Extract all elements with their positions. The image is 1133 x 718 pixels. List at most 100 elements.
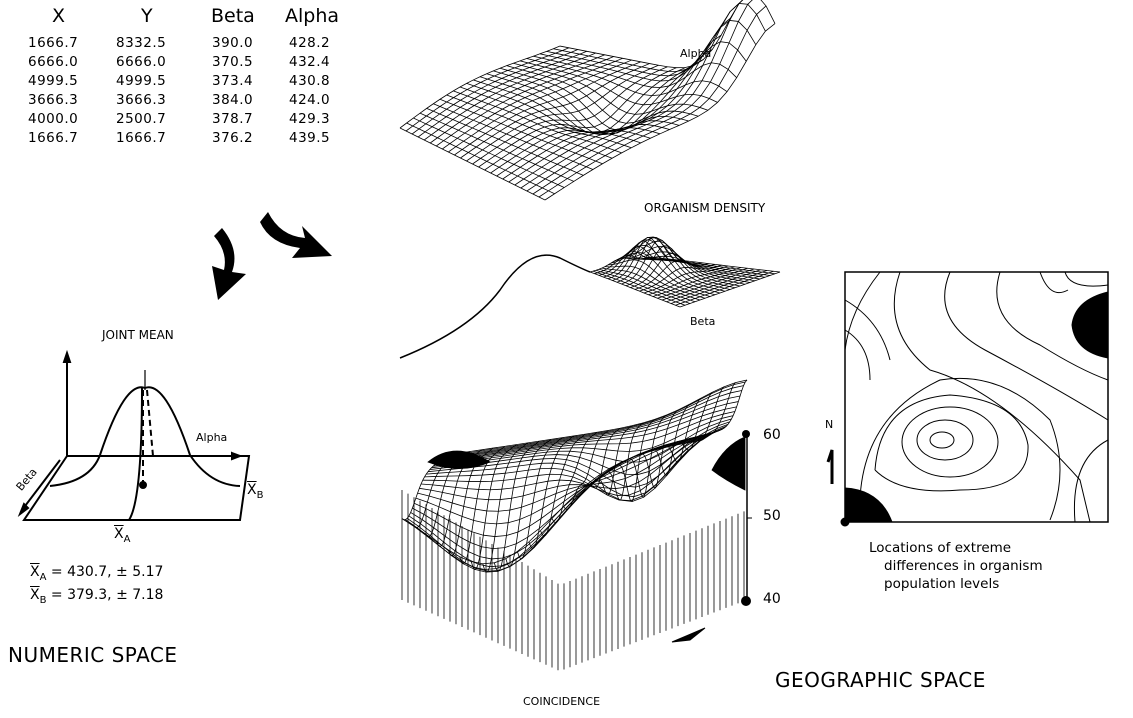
table-cell: 428.2 <box>289 35 331 51</box>
mesh-line <box>441 390 742 460</box>
mesh-line <box>453 90 622 154</box>
table-cell: 2500.7 <box>116 111 167 127</box>
mesh-line <box>644 404 690 476</box>
mesh-line <box>632 409 679 489</box>
mesh-line <box>666 269 761 303</box>
mesh-line <box>634 255 756 282</box>
numeric-space-title: NUMERIC SPACE <box>8 643 178 667</box>
extreme-region <box>427 450 491 469</box>
contour-map <box>840 271 1109 527</box>
mesh-line <box>438 401 739 463</box>
mesh-line <box>532 0 753 195</box>
mesh-line <box>506 65 699 124</box>
mesh-line <box>631 251 751 283</box>
mesh-line <box>701 379 748 441</box>
table-cell: 430.8 <box>289 73 331 89</box>
mesh-line <box>574 427 621 498</box>
mesh-line <box>655 397 702 463</box>
table-cell: 3666.3 <box>116 92 167 108</box>
mesh-line <box>445 381 746 457</box>
tick-50: 50 <box>763 508 781 524</box>
mesh-line <box>520 3 740 189</box>
table-cell: 4999.5 <box>116 73 167 89</box>
mesh-line <box>446 94 613 159</box>
table-cell: 378.7 <box>212 111 254 127</box>
mesh-line <box>436 406 737 464</box>
mesh-line <box>539 41 747 82</box>
table-cell: 439.5 <box>289 130 331 146</box>
xb-mean-label: XB <box>247 482 264 501</box>
table-cell: 376.2 <box>212 130 254 146</box>
joint-mean-plot <box>17 349 251 521</box>
alpha-axis-label: Alpha <box>196 431 228 444</box>
mesh-line <box>643 257 771 276</box>
col-header-x: X <box>52 5 66 27</box>
alpha-surface-label: Alpha <box>680 47 712 60</box>
mesh-line <box>646 257 776 275</box>
mesh-line <box>427 423 729 488</box>
table-cell: 3666.3 <box>28 92 79 108</box>
table-cell: 6666.0 <box>116 54 167 70</box>
map-caption-line-2: differences in organism <box>884 558 1043 574</box>
table-cell: 1666.7 <box>116 130 167 146</box>
north-label: N <box>825 418 834 431</box>
north-arrow-icon <box>826 449 834 484</box>
mesh-line <box>586 425 632 496</box>
table-cell: 8332.5 <box>116 35 167 51</box>
mesh-line <box>667 391 713 451</box>
table-cell: 390.0 <box>212 35 254 51</box>
mesh-line <box>553 3 766 72</box>
mesh-line <box>622 237 736 289</box>
tick-60: 60 <box>763 427 781 443</box>
table-cell: 1666.7 <box>28 35 79 51</box>
down-arrow-icon <box>212 228 246 300</box>
mesh-line <box>661 268 755 301</box>
col-header-beta: Beta <box>211 5 255 27</box>
mesh-line <box>434 411 735 466</box>
mesh-line <box>639 264 722 292</box>
coincidence-axis <box>741 430 752 606</box>
table-cell: 373.4 <box>212 73 254 89</box>
table-cell: 424.0 <box>289 92 331 108</box>
geographic-space-title: GEOGRAPHIC SPACE <box>775 668 986 692</box>
mesh-line <box>657 267 748 299</box>
beta-surface <box>589 236 781 308</box>
joint-mean-label: JOINT MEAN <box>102 328 174 342</box>
formula-b: XB = 379.3, ± 7.18 <box>30 587 164 606</box>
xa-mean-label: XA <box>114 526 131 545</box>
mesh-line <box>559 0 776 69</box>
mesh-line <box>670 270 768 304</box>
map-caption-line-1: Locations of extreme <box>869 540 1012 556</box>
mesh-line <box>648 266 735 296</box>
extreme-region <box>711 436 746 491</box>
mesh-line <box>609 419 655 502</box>
mesh-line <box>544 23 776 201</box>
formula-a: XA = 430.7, ± 5.17 <box>30 564 164 583</box>
coincidence-label: COINCIDENCE <box>523 695 601 708</box>
mesh-line <box>424 427 725 502</box>
organism-density-surface <box>399 0 776 201</box>
mesh-line <box>652 267 742 297</box>
mesh-line <box>538 5 767 198</box>
table-cell: 370.5 <box>212 54 254 70</box>
direction-arrow-icon <box>671 627 706 643</box>
tick-40: 40 <box>763 591 781 607</box>
map-caption-line-3: population levels <box>884 576 1000 592</box>
mesh-line <box>446 379 748 456</box>
beta-surface-label: Beta <box>690 315 716 328</box>
mesh-line <box>675 270 774 306</box>
mesh-line <box>443 385 744 459</box>
table-cell: 4999.5 <box>28 73 79 89</box>
mesh-line <box>643 265 729 294</box>
mesh-line <box>621 414 667 498</box>
mesh-line <box>440 395 741 461</box>
table-cell: 429.3 <box>289 111 331 127</box>
col-header-alpha: Alpha <box>285 5 340 27</box>
diagonal-arrow-icon <box>260 212 332 258</box>
table-cell: 4000.0 <box>28 111 79 127</box>
mesh-line <box>649 256 781 273</box>
table-cell: 6666.0 <box>28 54 79 70</box>
density-label: ORGANISM DENSITY <box>644 201 766 215</box>
table-cell: 1666.7 <box>28 130 79 146</box>
